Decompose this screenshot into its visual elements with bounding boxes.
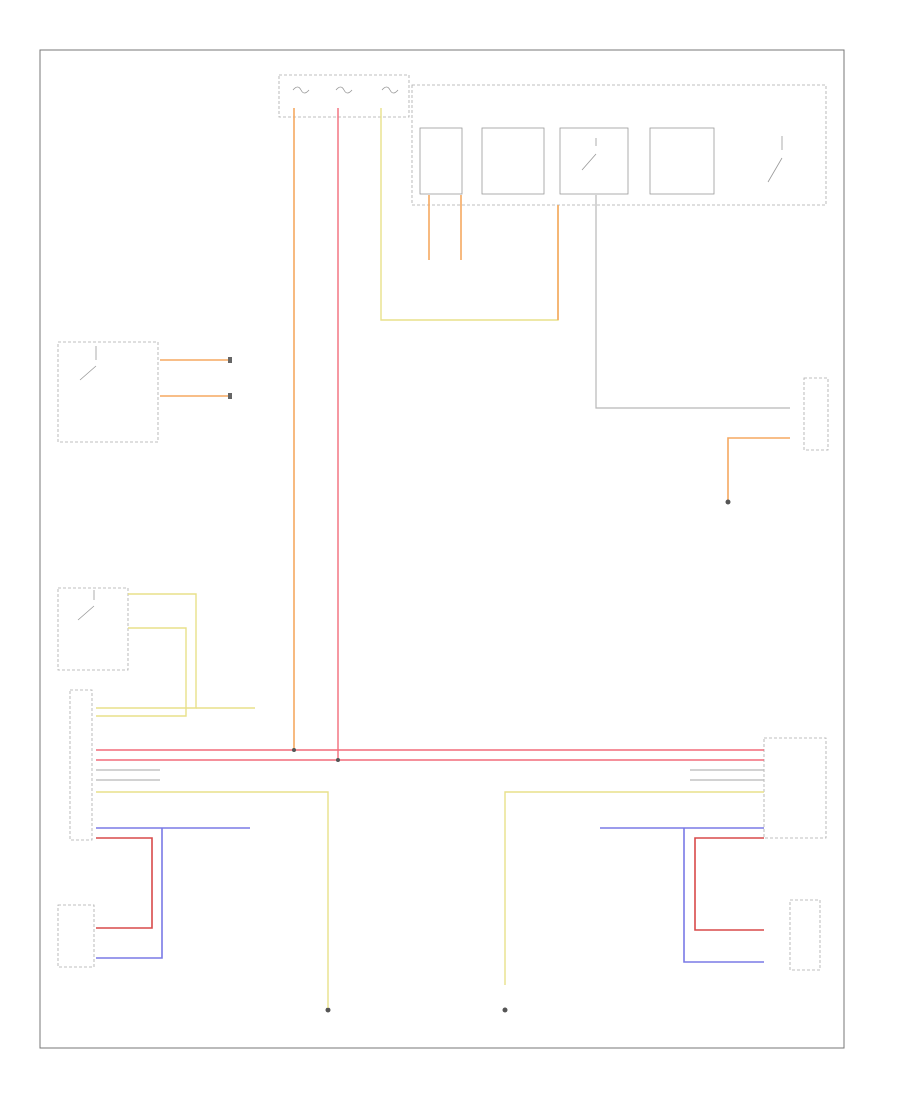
mirror-switch-block [57,587,129,671]
cargo-switch-block [57,341,159,443]
connector-cargo-1 [228,357,232,363]
ground-top-right [725,499,731,505]
bus-yellow-left [96,791,329,940]
fuse-1 [292,86,310,94]
fuse-block [278,74,410,118]
ground-left [325,1007,331,1013]
wire-blue-right [600,827,764,963]
splice-pink [336,758,340,762]
wire-yellow-mirror-2 [96,627,187,717]
wire-red-right [694,837,764,931]
relay-panel [411,84,827,206]
wire-orange-sensor-ground [727,437,790,500]
diagram-frame [39,49,845,1049]
splice-orange [292,748,296,752]
left-seat-module [69,689,93,841]
connector-cargo-2 [228,393,232,399]
fuse-2 [335,86,353,94]
wire-gray-sensor [595,195,790,409]
wire-red-left [96,837,153,929]
fuse-3 [381,86,399,94]
bus-yellow-right [504,791,764,985]
right-heater-element [789,899,821,971]
wire-yellow-relay-loop [380,108,559,321]
ground-center [502,1007,508,1013]
left-heater-element [57,904,95,968]
wire-blue-left [96,827,250,959]
right-sensor-block [803,377,829,451]
wire-yellow-mirror-loop [96,593,197,709]
right-seat-module [763,737,827,839]
